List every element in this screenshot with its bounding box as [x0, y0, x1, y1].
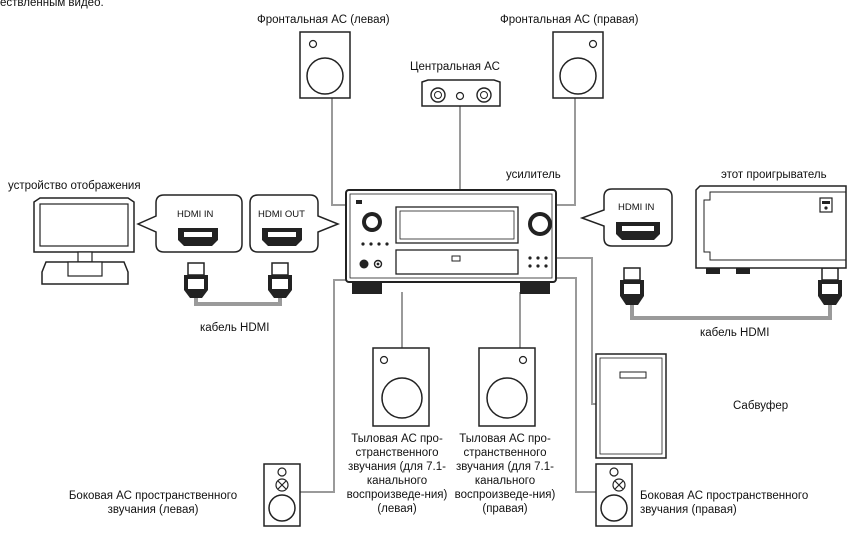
side-right-speaker	[595, 463, 633, 527]
hdmi-plug-right-2	[818, 267, 842, 305]
hdmi-plug-right-1	[620, 267, 644, 305]
center-label: Центральная АС	[410, 61, 500, 73]
wire-side-left	[300, 279, 346, 493]
amplifier-label: усилитель	[506, 169, 561, 181]
wire-front-right	[556, 98, 576, 206]
hdmi-out-label: HDMI OUT	[258, 209, 305, 220]
surround-back-right-label: Тыловая АС про-странственного звучания (…	[454, 433, 556, 515]
surround-back-left-speaker	[372, 347, 430, 427]
speaker-wires	[300, 98, 596, 493]
subwoofer-label: Сабвуфер	[733, 400, 789, 412]
hdmi-plug-left-2	[268, 262, 292, 298]
side-left-label: Боковая АС пространственного звучания (л…	[68, 490, 238, 516]
hdmi-in-callout-left	[136, 194, 243, 253]
this-player	[695, 185, 847, 274]
hdmi-cable-left-label: кабель HDMI	[200, 322, 270, 334]
hdmi-out-callout	[249, 194, 341, 253]
this-player-label: этот проигрыватель	[721, 169, 827, 181]
hdmi-in-left-label: HDMI IN	[177, 209, 214, 220]
front-right-speaker	[552, 31, 604, 99]
hdmi-cable-left	[194, 298, 282, 306]
front-right-label: Фронтальная АС (правая)	[500, 14, 639, 26]
side-left-speaker	[263, 463, 301, 527]
hdmi-plug-left-1	[184, 262, 208, 298]
display-device-label: устройство отображения	[8, 180, 141, 192]
wire-subwoofer	[556, 257, 596, 405]
hdmi-in-amp-label: HDMI IN	[618, 202, 655, 213]
center-speaker	[421, 79, 501, 107]
header-fragment: ествленным видео.	[0, 0, 104, 9]
subwoofer	[595, 353, 667, 459]
amplifier	[345, 189, 557, 294]
surround-back-left-label: Тыловая АС про-странственного звучания (…	[346, 433, 448, 515]
front-left-speaker	[299, 31, 351, 99]
hdmi-cable-right	[630, 305, 832, 320]
wire-side-right	[556, 277, 596, 493]
front-left-label: Фронтальная АС (левая)	[257, 14, 390, 26]
surround-back-right-speaker	[478, 347, 536, 427]
side-right-label: Боковая АС пространственного звучания (п…	[640, 490, 809, 516]
display-device	[33, 197, 135, 285]
hdmi-cable-right-label: кабель HDMI	[700, 327, 770, 339]
hdmi-in-callout-amp	[579, 188, 673, 247]
wire-front-left	[331, 98, 346, 206]
